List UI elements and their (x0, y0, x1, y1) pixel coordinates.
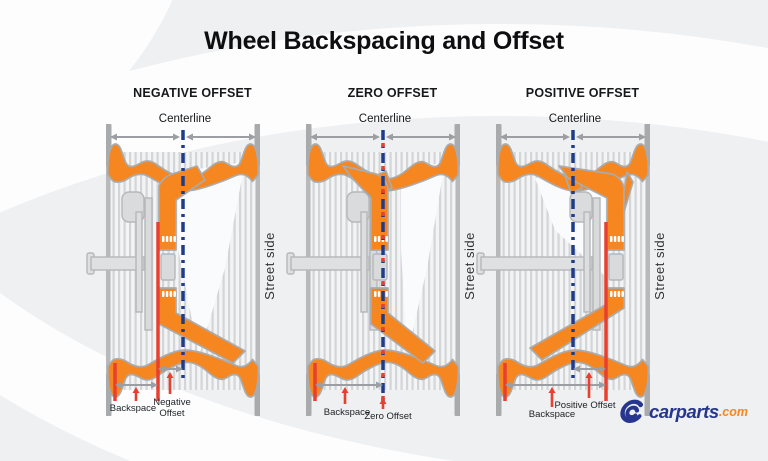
page-title: Wheel Backspacing and Offset (204, 27, 564, 55)
label-leader-line (341, 387, 349, 404)
hub-cap (372, 253, 388, 281)
hub-cap (608, 253, 624, 281)
dimension-arrow (573, 365, 606, 373)
centerline-label: Centerline (549, 113, 601, 125)
wheel-diagram-host-positive: Centerline Street side Backspace Positiv… (475, 108, 690, 426)
logo-suffix-text: .com (718, 405, 749, 419)
panel-zero-offset: ZERO OFFSET (285, 86, 500, 426)
panel-negative-offset: NEGATIVE OFFSET (85, 86, 300, 426)
wheel-cross-section-negative: Centerline Street side Backspace Negativ… (86, 113, 277, 419)
wheel-face-upper (158, 165, 206, 251)
lug-slots (610, 236, 624, 297)
offset-value-label: Negative (153, 397, 191, 408)
wheel-face-right-arm (623, 171, 634, 213)
wheel-diagram-host-negative: Centerline Street side Backspace Negativ… (85, 108, 300, 426)
backspace-label: Backspace (529, 409, 575, 420)
logo-brand-text: carparts (649, 401, 719, 422)
wheel-rim (496, 143, 650, 398)
wheel-dish-void (178, 162, 245, 356)
panel-header: POSITIVE OFFSET (525, 86, 640, 100)
wheel-face-upper (342, 165, 389, 251)
street-side-label: Street side (462, 232, 477, 300)
axle-and-brake-assembly (476, 191, 601, 331)
label-leader-line (132, 387, 140, 401)
dimension-arrow (505, 381, 606, 389)
lug-slots (162, 236, 176, 297)
dimension-arrow (110, 133, 180, 141)
label-leader-line (585, 372, 593, 398)
wheel-rim (306, 143, 460, 398)
wheel-cross-section-positive: Centerline Street side Backspace Positiv… (476, 113, 667, 420)
street-side-label: Street side (262, 232, 277, 300)
centerline-label: Centerline (159, 113, 211, 125)
axle-and-brake-assembly (86, 191, 153, 331)
panel-header: ZERO OFFSET (347, 86, 438, 100)
backspace-label: Backspace (110, 403, 156, 414)
dimension-arrow (158, 365, 183, 373)
offset-value-label: Positive Offset (554, 400, 615, 411)
street-side-label: Street side (652, 232, 667, 300)
dimension-arrow (310, 133, 380, 141)
panel-header: NEGATIVE OFFSET (133, 86, 252, 100)
dimension-arrow (500, 133, 570, 141)
dimension-arrow (576, 133, 646, 141)
label-leader-line (548, 387, 556, 407)
wheel-rim (106, 143, 260, 398)
dimension-arrow (186, 133, 256, 141)
offset-value-label: Zero Offset (364, 411, 412, 422)
label-leader-line (166, 372, 174, 394)
wheel-diagram-host-zero: Centerline Street side Backspace Zero Of… (285, 108, 500, 426)
dimension-arrow (386, 133, 456, 141)
backspace-label: Backspace (324, 407, 370, 418)
carparts-logo[interactable]: carparts .com (616, 399, 748, 425)
panel-positive-offset: POSITIVE OFFSET (475, 86, 690, 426)
label-leader-line (379, 398, 387, 409)
wheel-cross-section-zero: Centerline Street side Backspace Zero Of… (286, 113, 477, 422)
offset-value-label: Offset (159, 408, 185, 419)
hub-cap (160, 253, 176, 281)
wheel-dish-void (401, 162, 445, 356)
dimension-arrow (315, 381, 383, 389)
carparts-swirl-icon (620, 399, 644, 423)
centerline-label: Centerline (359, 113, 411, 125)
wheel-face-lower (370, 287, 436, 364)
dimension-arrow (115, 381, 158, 389)
